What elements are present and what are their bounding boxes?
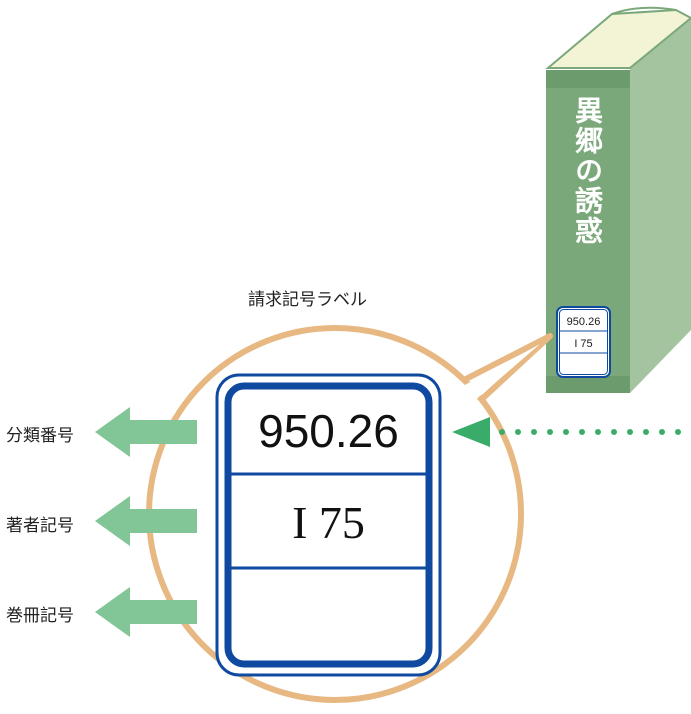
spine-label-text: 950.26 I 75 xyxy=(557,307,610,377)
spine-call-number-label xyxy=(556,306,611,378)
label-author-mark: I 75 xyxy=(292,497,365,548)
legend-class-number: 分類番号 xyxy=(6,426,74,446)
arrow-class-number xyxy=(95,407,197,457)
legend-author-mark: 著者記号 xyxy=(6,516,74,536)
call-number-label-caption: 請求記号ラベル xyxy=(248,290,367,310)
spine-label-class-number: 950.26 xyxy=(566,316,601,328)
legend-volume-mark: 巻冊記号 xyxy=(6,606,74,626)
book-side xyxy=(630,18,691,393)
spine-label-author-mark: I 75 xyxy=(574,338,593,350)
legend-arrows xyxy=(95,407,197,637)
book-illustration xyxy=(545,6,691,393)
book-top xyxy=(545,8,691,69)
enlarged-call-number-label xyxy=(215,373,442,677)
arrow-author-mark xyxy=(95,496,197,546)
book-spine-title: 異郷の誘惑 xyxy=(571,96,604,246)
arrow-volume-mark xyxy=(95,587,197,637)
label-class-number: 950.26 xyxy=(258,405,399,457)
dotted-pointer xyxy=(452,417,687,447)
